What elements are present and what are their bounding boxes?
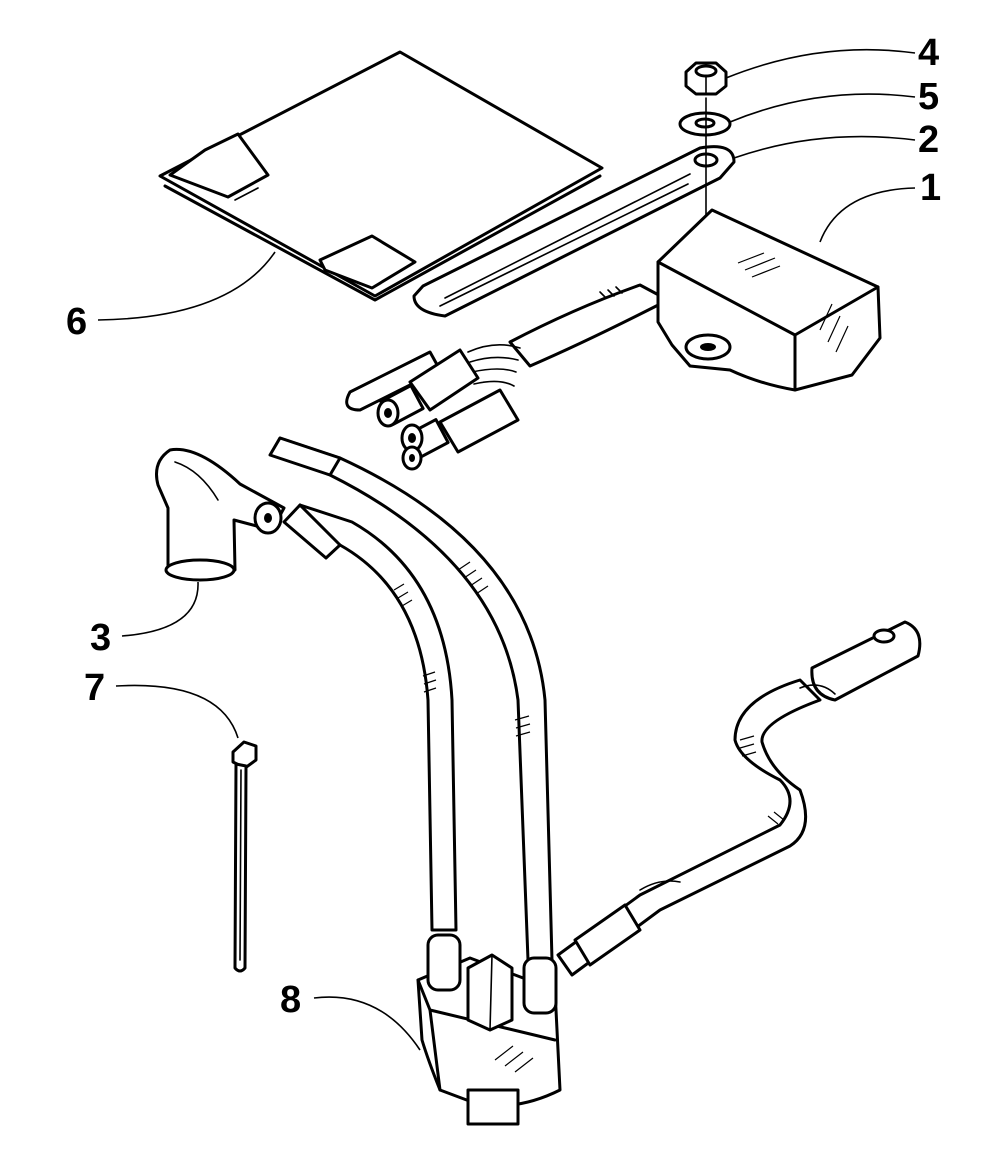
callout-4: 4 (918, 32, 939, 74)
callout-leaders (97, 48, 916, 1051)
part-3-spark-plug-cap (155, 447, 286, 582)
callout-7: 7 (84, 667, 105, 709)
callout-5: 5 (918, 76, 939, 118)
callout-8: 8 (280, 979, 301, 1021)
part-5-washer (678, 111, 732, 137)
part-2-strap (412, 145, 736, 318)
part-8-ignition-coil (268, 436, 922, 1126)
callout-3: 3 (90, 617, 111, 659)
callout-labels: 4 5 2 1 6 3 7 8 (66, 32, 941, 1021)
callout-6: 6 (66, 301, 87, 343)
callout-1: 1 (920, 167, 941, 209)
part-7-cable-tie (231, 740, 258, 973)
part-1-control-unit (345, 208, 882, 471)
part-4-nut (684, 61, 728, 96)
part-6-insulating-sheet (158, 50, 604, 302)
callout-2: 2 (918, 119, 939, 161)
